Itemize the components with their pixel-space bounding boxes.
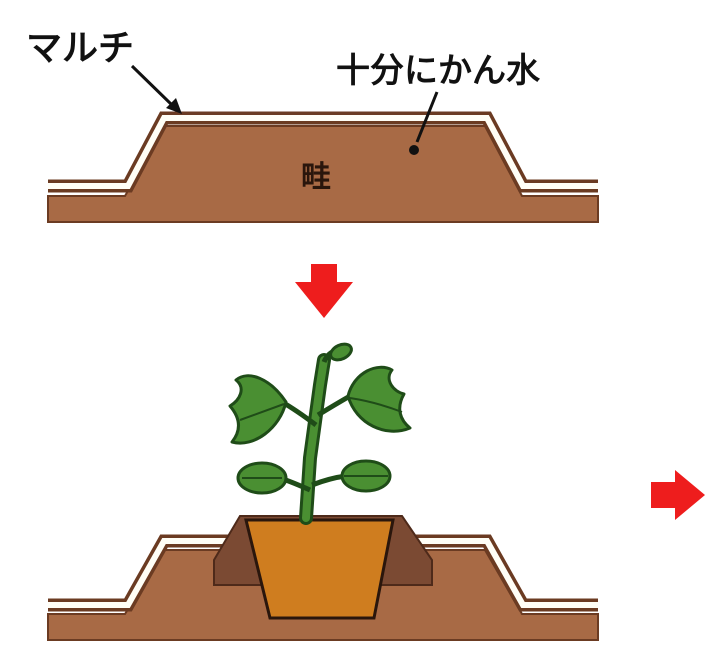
ridge-label: 畦 bbox=[301, 160, 331, 195]
seedling-pot bbox=[244, 518, 395, 620]
red-down-arrow-icon bbox=[295, 264, 353, 318]
mulch-leader-arrowhead bbox=[166, 98, 182, 114]
mulch-leader-line bbox=[130, 64, 174, 107]
bottom-ridge-panel bbox=[47, 515, 599, 641]
watering-label: 十分にかん水 bbox=[336, 51, 541, 91]
leaf-upper-left bbox=[228, 374, 288, 445]
top-ridge-panel: 畦 bbox=[47, 111, 599, 223]
top-mulch-film bbox=[48, 115, 598, 189]
seedling-bud bbox=[329, 342, 353, 362]
potted-seedling-icon bbox=[228, 342, 412, 525]
watering-leader-dot bbox=[409, 145, 419, 155]
mulch-label: マルチ bbox=[26, 28, 134, 69]
red-right-arrow-icon bbox=[651, 470, 705, 520]
watering-leader-line bbox=[415, 91, 439, 143]
leaf-upper-right bbox=[346, 365, 412, 433]
